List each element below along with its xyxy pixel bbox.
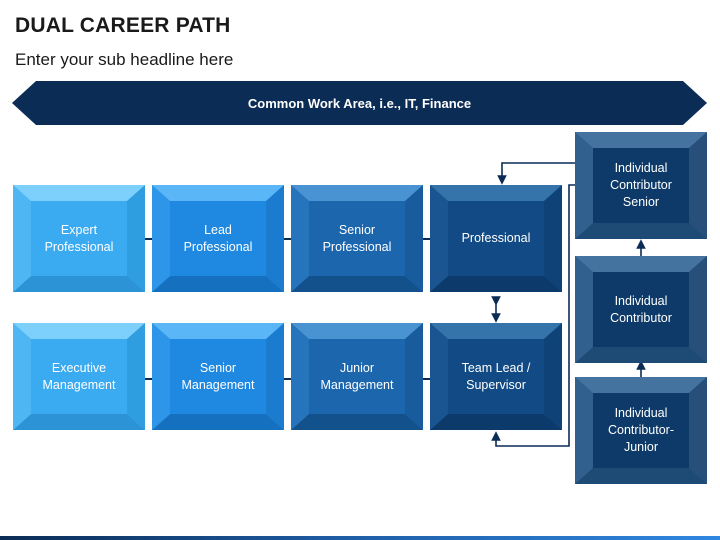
box-team-lead-supervisor: Team Lead / Supervisor [430,323,562,430]
banner-label: Common Work Area, i.e., IT, Finance [247,95,472,111]
box-professional: Professional [430,185,562,292]
box-label: Senior Management [181,360,255,392]
box-label: Expert Professional [44,222,114,254]
page-title: DUAL CAREER PATH [15,14,231,37]
box-label: Senior Professional [322,222,392,254]
box-label: Professional [461,231,531,245]
box-expert-professional: Expert Professional [13,185,145,292]
box-senior-management: Senior Management [152,323,284,430]
box-lead-professional: Lead Professional [152,185,284,292]
box-senior-professional: Senior Professional [291,185,423,292]
box-individual-contributor-senior: Individual Contributor Senior [575,132,707,239]
connector-line [491,184,575,447]
box-individual-contributor-junior: Individual Contributor- Junior [575,377,707,484]
box-label: Individual Contributor [610,293,672,325]
box-label: Executive Management [42,360,116,392]
box-label: Lead Professional [183,222,253,254]
box-label: Individual Contributor- Junior [608,406,674,454]
box-label: Individual Contributor Senior [610,161,672,209]
box-label: Junior Management [320,360,394,392]
page-subtitle: Enter your sub headline here [15,50,234,69]
box-executive-management: Executive Management [13,323,145,430]
connector-line [497,162,575,185]
box-label: Team Lead / Supervisor [461,360,531,392]
footer-strip [0,536,720,540]
box-junior-management: Junior Management [291,323,423,430]
box-individual-contributor: Individual Contributor [575,256,707,363]
common-work-area-banner: Common Work Area, i.e., IT, Finance [12,81,707,125]
